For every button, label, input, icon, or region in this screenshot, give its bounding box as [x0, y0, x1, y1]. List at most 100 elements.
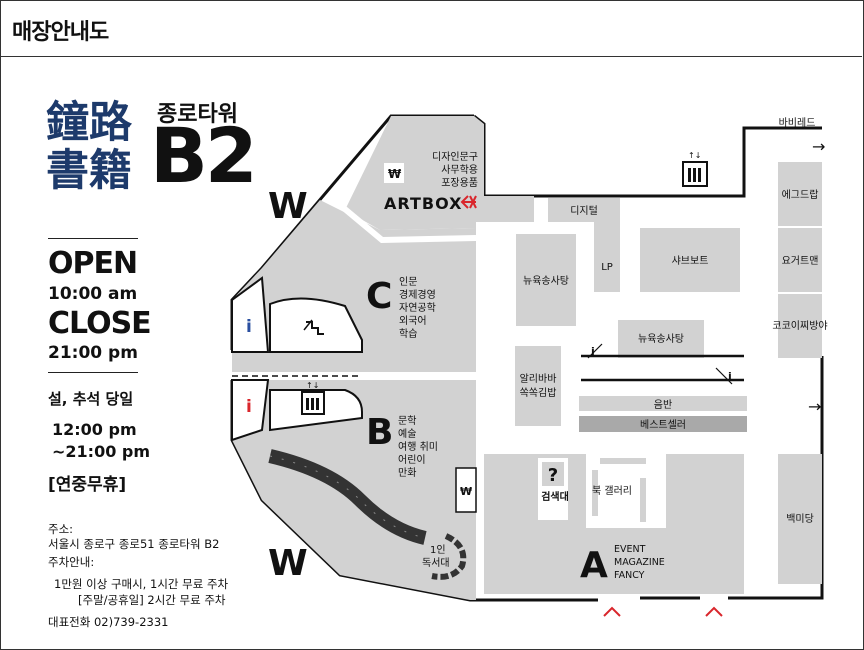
artbox-walkway: [338, 202, 477, 244]
shop-noodle-right-label: 뉴육송사탕: [638, 333, 684, 345]
logo-hanja-line2: 書籍: [46, 146, 132, 196]
shop-alibaba[interactable]: [515, 346, 561, 426]
open-label: OPEN: [48, 246, 138, 281]
shop-barbie-label: 바비레드: [779, 117, 816, 129]
single-seat-label-1: 1인: [430, 544, 446, 556]
single-seat-arc: [431, 533, 467, 580]
gallery-shelf-2: [592, 470, 598, 516]
shop-noodle-right[interactable]: [618, 320, 704, 358]
floor-label: B2: [150, 111, 258, 200]
entrance-chevron-1: [603, 606, 621, 617]
cashier-b: [455, 467, 477, 513]
zone-b-category-2: 예술: [398, 428, 416, 440]
tower-name: 종로타워: [157, 102, 238, 127]
shop-egg-label: 에그드랍: [782, 188, 819, 201]
open-time: 10:00 am: [48, 284, 138, 304]
logo-hanja-line1: 鐘路: [46, 98, 132, 148]
info-icon-female: i: [246, 397, 252, 417]
entry-info-icon-1: i: [591, 345, 595, 358]
zone-a-category-3: FANCY: [614, 570, 645, 581]
zone-c-category-4: 외국어: [399, 315, 427, 327]
shop-coco-label: 코코이찌방야: [772, 320, 827, 332]
parking-line-1: 1만원 이상 구매시, 1시간 무료 주차: [54, 577, 229, 591]
address-text: 서울시 종로구 종로51 종로타워 B2: [48, 537, 220, 551]
exit-arrow-top-icon: →: [812, 137, 825, 156]
zone-a-category-1: EVENT: [614, 544, 646, 555]
shop-yogurt[interactable]: [778, 228, 822, 292]
shop-alibaba-label-1: 알리바바: [520, 373, 557, 385]
stairs-arrow-icon: [303, 319, 313, 331]
entrance-w-top: W: [268, 186, 308, 227]
phone-number: 대표전화 02)739-2331: [48, 615, 169, 629]
zone-b-category-3: 여행 취미: [398, 441, 438, 453]
address-label: 주소:: [48, 522, 74, 536]
parking-line-2: [주말/공휴일] 2시간 무료 주차: [78, 593, 226, 607]
store-info-panel: 鐘路 書籍 종로타워 B2 OPEN 10:00 am CLOSE 21:00 …: [0, 0, 258, 650]
artbox-arrow-icon: [460, 195, 477, 209]
shop-lp-label: LP: [601, 262, 613, 273]
shop-bestseller[interactable]: [579, 416, 747, 432]
zone-c-category-2: 경제경영: [399, 288, 436, 301]
shop-noodle-left-label: 뉴육송사탕: [523, 275, 569, 287]
gallery-shelf-1: [600, 458, 646, 464]
gallery-shelf-3: [640, 478, 646, 522]
entry-arrow-icon-2: [715, 367, 733, 385]
shop-digital-label: 디지털: [570, 205, 598, 217]
artbox-category-1: 디자인문구: [432, 151, 478, 163]
holiday-open-time: 12:00 pm: [52, 420, 137, 439]
zone-b-category-1: 문학: [398, 415, 416, 427]
shop-record-label: 음반: [654, 399, 672, 411]
svg-text:↑↓: ↑↓: [306, 381, 319, 390]
zone-c-category-3: 자연공학: [399, 302, 436, 314]
shop-baekmi[interactable]: [778, 454, 822, 584]
zone-c-letter: C: [366, 276, 392, 317]
header-divider: [1, 56, 862, 57]
svg-text:↑↓: ↑↓: [688, 151, 701, 160]
curved-bench: [268, 449, 427, 545]
zone-c-category-5: 학습: [399, 328, 417, 340]
zone-b-category-4: 어린이: [398, 454, 426, 466]
parking-label: 주차안내:: [48, 555, 95, 569]
no-closing-label: [연중무휴]: [48, 475, 127, 495]
shop-record[interactable]: [579, 396, 747, 411]
shop-noodle-left[interactable]: [516, 234, 576, 326]
restroom-male: [231, 276, 270, 353]
shop-shabu-label: 샤브보트: [672, 255, 709, 267]
won-icon-b: ₩: [460, 485, 472, 498]
single-seat-label-2: 독서대: [422, 557, 450, 569]
shop-shabu[interactable]: [640, 228, 740, 292]
artbox-logo: ARTBOX: [384, 194, 462, 213]
elevator-icon-top: ↑↓: [682, 151, 708, 187]
shop-lp[interactable]: [594, 222, 620, 292]
entrance-chevron-2: [705, 606, 723, 617]
shop-digital[interactable]: [548, 198, 620, 222]
shop-baekmi-label: 백미당: [786, 513, 814, 525]
close-time: 21:00 pm: [48, 343, 138, 363]
entry-arrow-icon-1: [587, 343, 603, 359]
page-title: 매장안내도: [12, 20, 109, 45]
stair-room: [269, 297, 363, 353]
entrance-w-bottom: W: [268, 543, 308, 584]
holiday-label: 설, 추석 당일: [48, 390, 134, 408]
exit-arrow-mid-icon: →: [808, 397, 821, 416]
book-gallery-label: 북 갤러리: [592, 485, 632, 497]
zone-b-category-5: 만화: [398, 467, 416, 479]
zone-artbox[interactable]: [345, 116, 534, 230]
book-gallery[interactable]: [586, 454, 666, 528]
shop-coco[interactable]: [778, 294, 822, 358]
shop-bestseller-label: 베스트셀러: [640, 419, 686, 431]
zone-a-letter: A: [580, 545, 608, 586]
shop-alibaba-label-2: 쏙쏙김밥: [520, 387, 557, 399]
entry-info-icon-2: i: [728, 370, 732, 383]
close-label: CLOSE: [48, 306, 152, 341]
hours-divider-top: [48, 238, 138, 239]
zone-a-category-2: MAGAZINE: [614, 557, 665, 568]
zone-b-letter: B: [366, 412, 393, 453]
shop-egg[interactable]: [778, 162, 822, 226]
artbox-cashier: [384, 163, 404, 183]
elevator-icon-b: ↑↓: [301, 381, 325, 415]
shop-yogurt-label: 요거트맨: [782, 255, 819, 267]
info-icon-male: i: [246, 317, 252, 337]
search-desk-screen: [542, 462, 564, 486]
